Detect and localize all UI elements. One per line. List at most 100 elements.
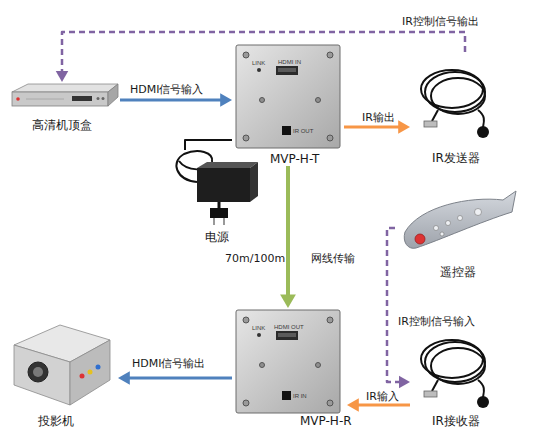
set-top-box-drawing-part — [72, 96, 92, 101]
connector — [387, 228, 410, 388]
ir-emitter-drawing-part — [478, 110, 484, 127]
projector-drawing-part — [88, 370, 93, 375]
node-caption: 遥控器 — [440, 265, 476, 279]
wall-plate-drawing-part — [316, 98, 321, 103]
wall-plate-drawing-part — [257, 68, 261, 72]
wall-plate-drawing-part — [282, 126, 291, 135]
power-adapter-drawing-part — [210, 208, 228, 218]
wall-plate-drawing-part — [260, 363, 265, 368]
set-top-box-drawing-part — [12, 84, 118, 92]
remote-control: 遥控器 — [395, 188, 520, 280]
power-adapter-drawing-part — [197, 162, 258, 168]
wall-plate-drawing-part — [243, 400, 249, 406]
connector — [280, 166, 296, 308]
connector-line — [127, 377, 232, 380]
set-top-box-drawing-part — [108, 84, 118, 106]
projector-drawing-part — [33, 367, 43, 377]
power-adapter-drawing-part — [250, 162, 258, 202]
power-adapter-drawing-part — [218, 202, 221, 208]
edge-label: HDMI信号输出 — [132, 357, 205, 370]
edge-label: 70m/100m 网线传输 — [225, 252, 355, 265]
node-caption: 投影机 — [38, 414, 74, 428]
remote-control-drawing-part — [475, 209, 482, 216]
node-caption: MVP-H-T — [270, 152, 319, 166]
port-label: HDMI OUT — [274, 324, 304, 331]
remote-control-drawing — [404, 191, 516, 248]
node-caption: IR接收器 — [432, 414, 480, 428]
wall-plate-drawing-part — [260, 98, 265, 103]
ir-emitter-drawing-part — [421, 70, 483, 108]
wall-plate-drawing-part — [276, 331, 298, 340]
node-caption: MVP-H-R — [300, 414, 352, 428]
wall-plate-drawing-part — [236, 310, 340, 413]
projector: 投影机 — [8, 315, 118, 432]
wall-plate-drawing-part — [276, 66, 298, 75]
projector-drawing — [14, 325, 110, 405]
wall-plate-drawing-part — [243, 135, 249, 141]
wall-plate-drawing-part — [243, 317, 249, 323]
wall-plate-drawing-part — [327, 400, 333, 406]
edge-label: IR输出 — [362, 111, 395, 124]
ir-emitter-drawing-part — [432, 110, 438, 121]
connector-line — [120, 99, 223, 102]
node-caption: IR发送器 — [432, 151, 480, 165]
ir-emitter: IR发送器 — [410, 52, 502, 167]
connector-line — [356, 404, 410, 407]
set-top-box-drawing-part — [16, 97, 20, 101]
set-top-box-drawing-part — [12, 92, 108, 106]
port-label: LINK — [252, 325, 265, 332]
projector-drawing-part — [80, 374, 85, 379]
power-adapter: 电源 — [172, 150, 262, 246]
wall-plate-drawing-part — [327, 317, 333, 323]
ir-receiver-drawing-part — [478, 380, 484, 397]
node-caption: 高清机顶盒 — [32, 118, 92, 132]
edge-label: IR控制信号输出 — [402, 15, 479, 28]
wall-plate-drawing-part — [278, 333, 296, 337]
wall-plate-drawing-part — [243, 52, 249, 58]
connector-line — [185, 140, 232, 150]
ir-receiver: IR接收器 — [410, 332, 502, 432]
wall-plate-drawing-part — [327, 135, 333, 141]
set-top-box-drawing — [12, 84, 118, 106]
port-label: LINK — [252, 60, 265, 67]
ir-receiver-drawing-part — [477, 396, 489, 408]
remote-control-drawing-part — [404, 191, 516, 248]
connector-line — [62, 32, 465, 73]
set-top-box-drawing-part — [102, 97, 105, 100]
ir-receiver-drawing-part — [424, 391, 437, 397]
wall-plate-drawing-part — [257, 333, 261, 337]
power-adapter-drawing — [176, 151, 258, 225]
port-label: IR OUT — [293, 128, 313, 135]
set-top-box-drawing-part — [97, 97, 100, 100]
power-adapter-drawing-part — [213, 218, 215, 225]
ir-receiver-drawing — [421, 340, 489, 408]
wall-plate-drawing-part — [236, 45, 340, 148]
projector-drawing-part — [14, 345, 70, 405]
edge-label: HDMI信号输入 — [130, 83, 203, 96]
connector-line — [387, 228, 401, 382]
ir-receiver-drawing-part — [432, 380, 438, 391]
remote-control-drawing-part — [446, 221, 451, 226]
ir-emitter-drawing — [421, 70, 489, 138]
set-top-box: 高清机顶盒 — [8, 82, 120, 142]
wall-plate-drawing-part — [316, 363, 321, 368]
remote-control-drawing-part — [415, 234, 425, 244]
remote-control-drawing-part — [434, 226, 439, 231]
wall-plate-drawing-part — [327, 52, 333, 58]
power-adapter-drawing-part — [223, 218, 225, 225]
remote-control-drawing-part — [458, 216, 463, 221]
ir-emitter-drawing-part — [424, 121, 437, 127]
connector-line — [286, 166, 290, 297]
remote-control-drawing-part — [440, 232, 444, 236]
wall-plate-drawing — [236, 45, 340, 148]
projector-drawing-part — [96, 365, 101, 370]
connector — [185, 140, 232, 150]
ir-receiver-drawing-part — [421, 340, 483, 378]
connector — [56, 32, 465, 82]
edge-label: IR控制信号输入 — [398, 315, 475, 328]
set-top-box-drawing-part — [26, 99, 64, 100]
